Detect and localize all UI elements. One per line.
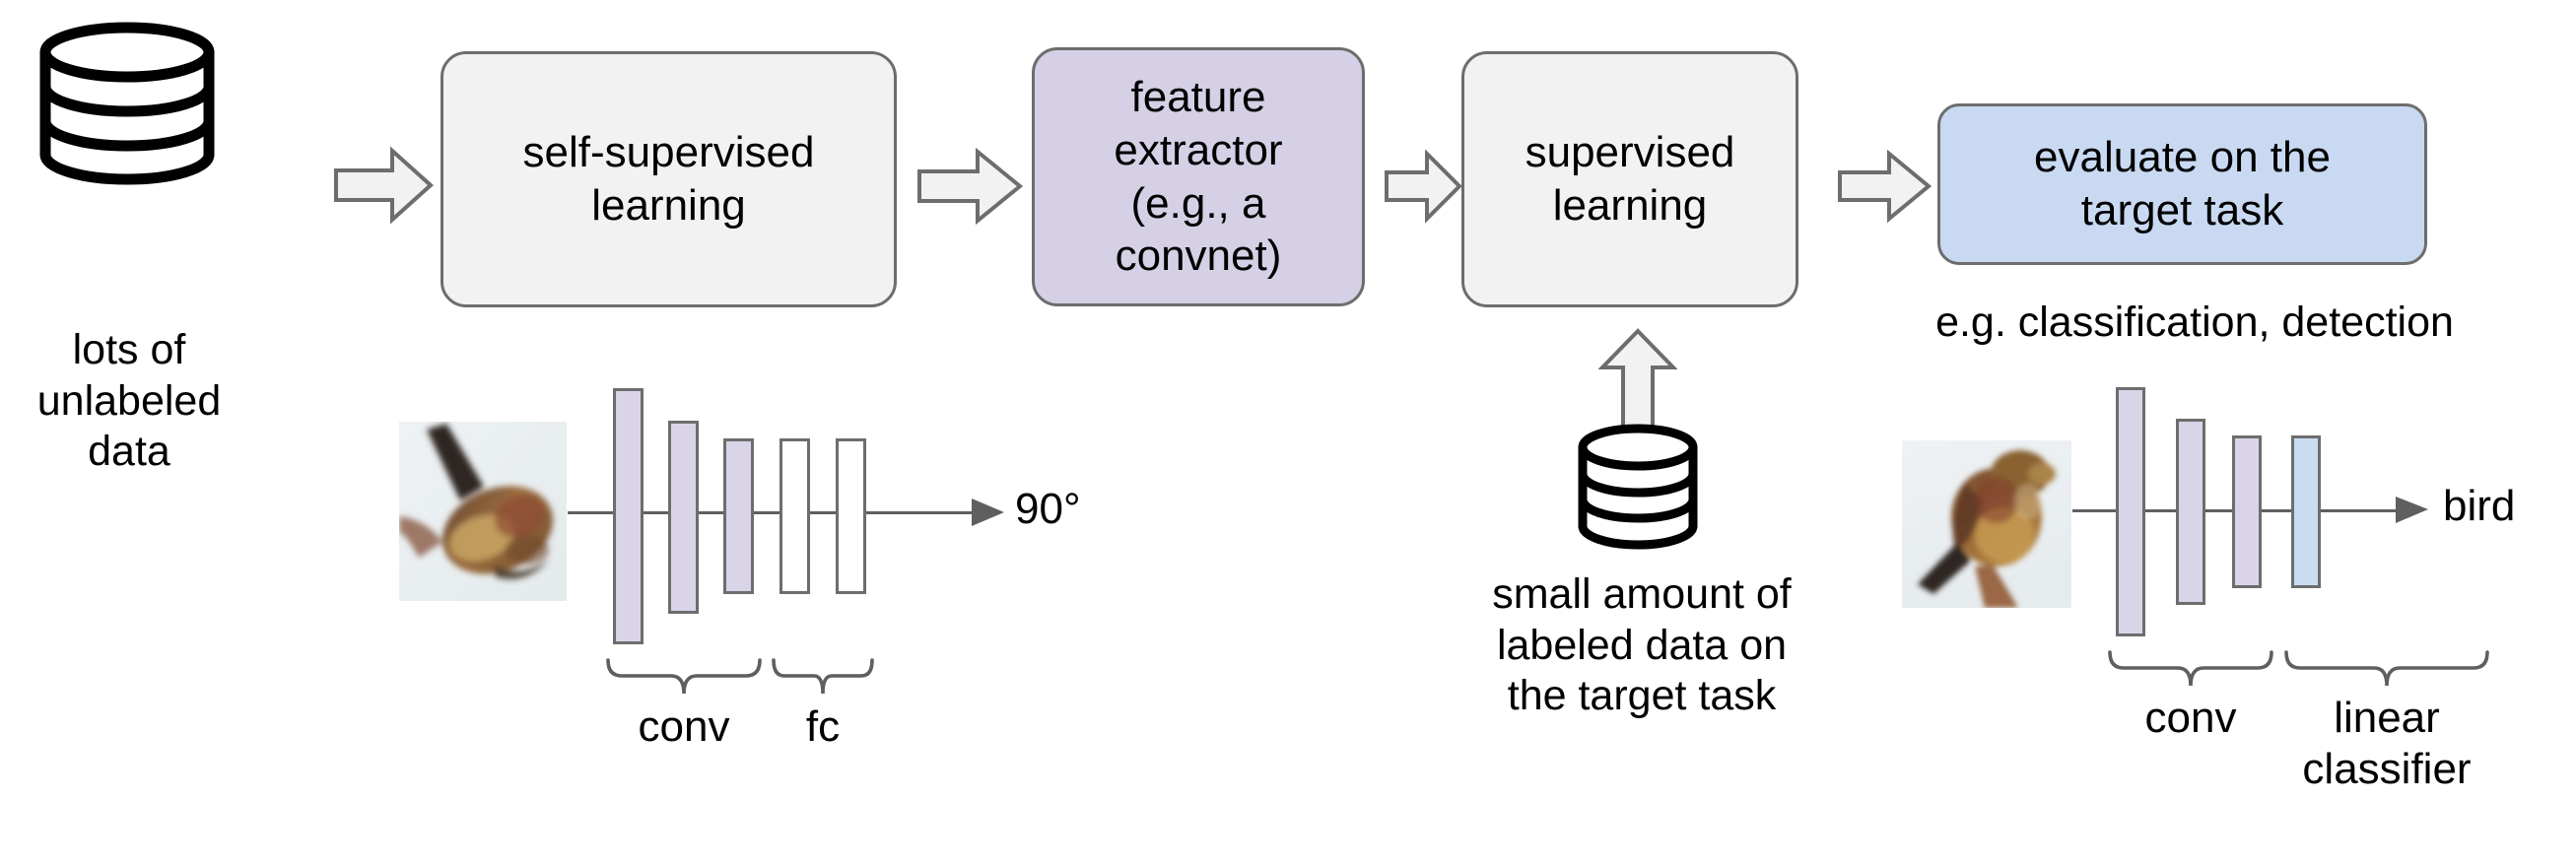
brace-conv-label: conv	[638, 702, 730, 751]
arrow-ssl-to-extractor	[916, 148, 1023, 225]
output-arrowhead	[972, 497, 1005, 528]
box-feature-extractor[interactable]: feature extractor (e.g., a convnet)	[1032, 47, 1365, 306]
labeled-data-caption: small amount of labeled data on the targ…	[1492, 570, 1792, 720]
brace-fc	[771, 656, 875, 698]
arrow-extractor-to-supervised	[1384, 150, 1462, 223]
arrow-supervised-to-evaluate	[1837, 150, 1932, 223]
fc-bar-2	[836, 438, 866, 594]
pretext-network: 90° conv fc	[394, 374, 1084, 847]
box-self-supervised-learning[interactable]: self-supervised learning	[441, 51, 897, 307]
brace-conv	[605, 656, 763, 698]
brace-linear-classifier-label: linear classifier	[2302, 694, 2472, 793]
output-arrowhead	[2396, 495, 2429, 525]
database-cylinder-icon-unlabeled	[34, 20, 221, 187]
conv-bar-2	[668, 421, 699, 614]
network-axis-line	[568, 511, 982, 514]
downstream-output-label: bird	[2443, 482, 2516, 530]
brace-conv-label: conv	[2144, 694, 2237, 742]
bird-rotated-thumbnail	[399, 422, 567, 601]
conv-bar-2	[2176, 419, 2205, 605]
fc-bar-1	[780, 438, 810, 594]
database-cylinder-icon-labeled	[1574, 422, 1702, 552]
evaluate-caption: e.g. classification, detection	[1935, 299, 2454, 346]
box-evaluate-target-task[interactable]: evaluate on the target task	[1937, 103, 2427, 265]
brace-conv	[2107, 648, 2274, 690]
box-supervised-learning[interactable]: supervised learning	[1461, 51, 1798, 307]
downstream-network: bird conv linear classifier	[1897, 379, 2576, 862]
linear-classifier-bar	[2291, 435, 2321, 588]
conv-bar-3	[723, 438, 754, 594]
conv-bar-3	[2232, 435, 2262, 588]
brace-fc-label: fc	[805, 702, 841, 751]
pretext-output-label: 90°	[1015, 485, 1081, 533]
brace-linear-classifier	[2283, 648, 2490, 690]
bird-upright-thumbnail	[1902, 440, 2071, 608]
arrow-labeled-to-supervised	[1598, 328, 1677, 431]
conv-bar-1	[613, 388, 644, 644]
unlabeled-data-caption: lots of unlabeled data	[36, 326, 222, 476]
arrow-unlabeled-to-ssl	[333, 146, 434, 225]
conv-bar-1	[2116, 387, 2145, 636]
